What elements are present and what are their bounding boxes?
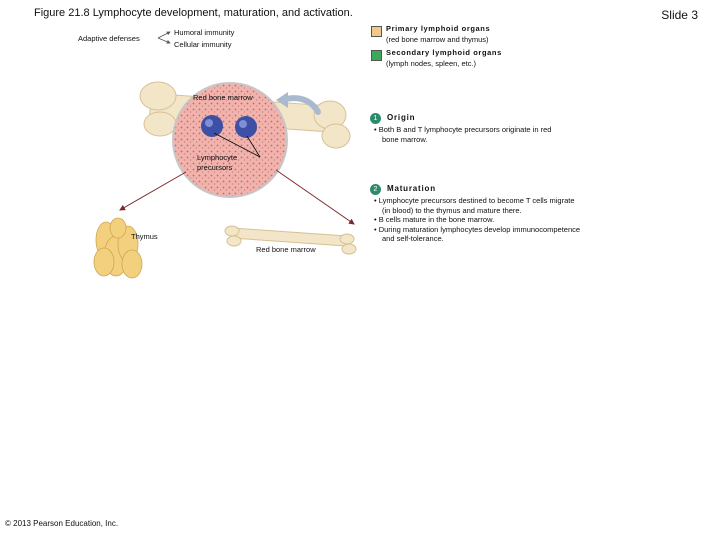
zoom-arrowhead [276, 92, 288, 108]
precursor-pointer-2 [246, 135, 261, 158]
secondary-organs-title: Secondary lymphoid organs [386, 48, 502, 57]
step-2-badge: 2 [370, 184, 381, 195]
thymus-label: Thymus [131, 232, 158, 241]
primary-organs-swatch [371, 26, 382, 37]
precursor-pointer-1 [213, 132, 261, 158]
lymphocyte-precursors-label-2: precursors [197, 163, 233, 172]
slide-number: Slide 3 [661, 8, 698, 22]
lymphocyte-precursors-label-1: Lymphocyte [197, 153, 238, 162]
copyright-notice: © 2013 Pearson Education, Inc. [5, 519, 119, 528]
femur-bone-bottom [224, 225, 357, 255]
adaptive-key-arrows [157, 31, 171, 44]
secondary-organs-swatch [371, 50, 382, 61]
thymus-illustration [93, 217, 143, 279]
maturation-bullet-2: • B cells mature in the bone marrow. [374, 215, 495, 225]
primary-organs-desc: (red bone marrow and thymus) [386, 35, 489, 44]
origin-title: Origin [387, 113, 416, 122]
humoral-immunity-label: Humoral immunity [174, 28, 235, 37]
arrow-to-bone-marrow [275, 169, 355, 225]
maturation-bullet-3-line-2: and self-tolerance. [382, 234, 444, 244]
maturation-bullet-1-line-2: (in blood) to the thymus and mature ther… [382, 205, 522, 215]
cellular-immunity-label: Cellular immunity [174, 40, 232, 49]
red-bone-marrow-label-top: Red bone marrow [193, 93, 253, 102]
red-bone-marrow-circle [172, 82, 288, 198]
figure-title: Figure 21.8 Lymphocyte development, matu… [34, 7, 353, 19]
arrow-to-thymus [119, 171, 187, 211]
maturation-bullets: • Lymphocyte precursors destined to beco… [374, 196, 580, 244]
maturation-bullet-3-line-1: • During maturation lymphocytes develop … [374, 224, 581, 234]
step-1-badge: 1 [370, 113, 381, 124]
secondary-organs-desc: (lymph nodes, spleen, etc.) [386, 59, 477, 68]
red-bone-marrow-label-bottom: Red bone marrow [256, 245, 316, 254]
adaptive-defenses-label: Adaptive defenses [78, 34, 140, 43]
origin-bullet-line-1: • Both B and T lymphocyte precursors ori… [374, 125, 552, 134]
origin-bullet-line-2: bone marrow. [382, 134, 428, 144]
maturation-title: Maturation [387, 184, 436, 193]
primary-organs-title: Primary lymphoid organs [386, 24, 491, 33]
origin-bullet: • Both B and T lymphocyte precursors ori… [374, 125, 551, 144]
lymphocyte-precursor-cells [201, 115, 257, 138]
maturation-bullet-1-line-1: • Lymphocyte precursors destined to beco… [374, 196, 575, 205]
